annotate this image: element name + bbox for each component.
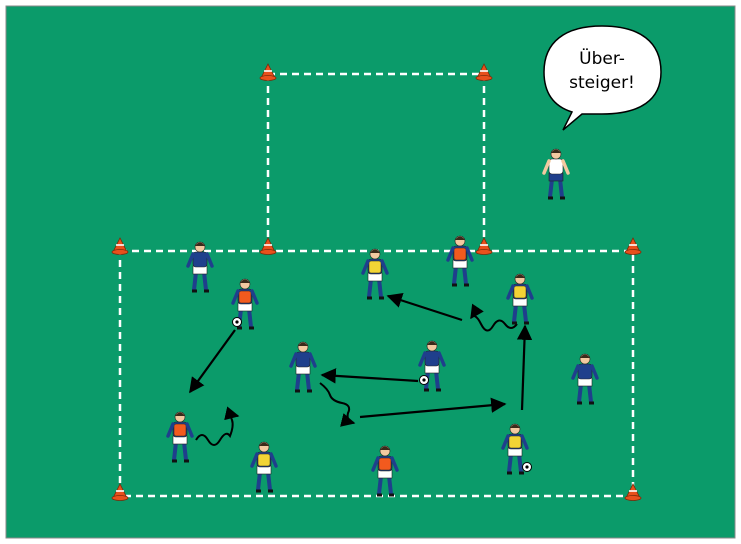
player-icon-blue (289, 341, 317, 393)
player-icon-yellow (250, 441, 278, 493)
dribble-arrow (319, 382, 356, 427)
pass-arrow (386, 292, 463, 322)
ball-icon (232, 317, 242, 327)
pass-arrow (359, 397, 507, 419)
cone-icon (111, 483, 129, 501)
speech-bubble-line-2: steiger! (569, 73, 635, 93)
cones (111, 63, 642, 501)
player-icon-orange (231, 278, 259, 330)
upper-zone-line (266, 72, 486, 246)
dribble-arrow (195, 406, 240, 446)
pass-arrow (516, 324, 533, 411)
cone-icon (475, 237, 493, 255)
cone-icon (111, 237, 129, 255)
cone-icon (259, 63, 277, 81)
player-icon-blue (571, 353, 599, 405)
player-icon-coach (542, 148, 570, 200)
speech-bubble-shape (543, 25, 662, 131)
player-icon-yellow (501, 423, 529, 475)
speech-bubble: Über- steiger! (543, 25, 662, 131)
cone-icon (624, 483, 642, 501)
speech-bubble-line-1: Über- (579, 47, 625, 69)
player-icon-yellow (506, 273, 534, 325)
player-icon-blue (186, 241, 214, 293)
player-icon-orange (166, 411, 194, 463)
pass-arrow (189, 329, 236, 394)
cone-icon (259, 237, 277, 255)
pass-arrow (320, 368, 419, 384)
ball-icon (419, 375, 429, 385)
players (166, 148, 599, 497)
player-icon-blue (418, 340, 446, 392)
arrows (189, 292, 533, 446)
player-icon-yellow (361, 248, 389, 300)
cone-icon (475, 63, 493, 81)
cone-icon (624, 237, 642, 255)
ball-icon (522, 462, 532, 472)
player-icon-orange (446, 235, 474, 287)
player-icon-orange (371, 445, 399, 497)
dribble-arrow (470, 303, 518, 332)
